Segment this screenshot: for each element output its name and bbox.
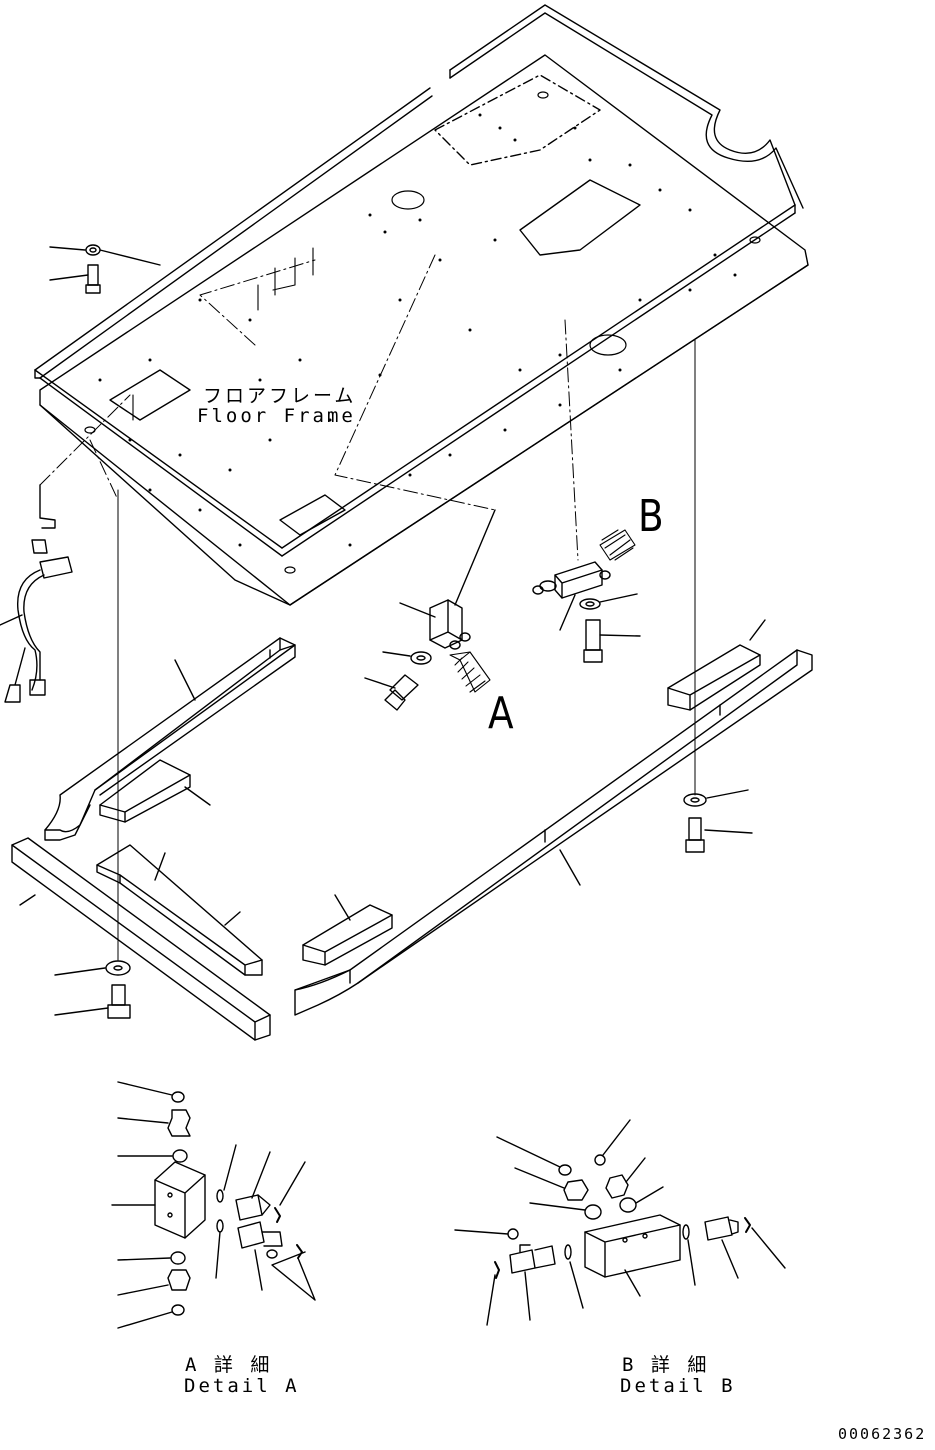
plate-holes: [84, 91, 761, 574]
view-a-label: A: [488, 688, 514, 739]
edge-seal: [34, 4, 804, 557]
arrow-b: [599, 529, 636, 561]
detail-b-en-label: Detail B: [620, 1375, 736, 1397]
detail-b-parts: [454, 1119, 786, 1326]
right-rail: [294, 649, 813, 1016]
studs: [132, 247, 314, 421]
floor-frame-en-label: Floor Frame: [197, 405, 356, 427]
floor-frame-plate: [39, 54, 809, 606]
valve-b-assembly: [532, 561, 641, 663]
right-pads: [302, 619, 766, 966]
left-rail: [44, 637, 296, 841]
detail-b-jp-label: B 詳 細: [622, 1354, 710, 1376]
drawing-id: 00062362: [838, 1425, 927, 1443]
left-pads: [96, 759, 263, 976]
arrow-a: [449, 651, 491, 693]
plate-small-holes: [98, 113, 737, 547]
front-left-washer-bolt: [54, 960, 131, 1019]
harness: [0, 484, 73, 703]
floor-frame-jp-label: フロアフレーム: [203, 385, 357, 407]
center-lines: [39, 254, 579, 561]
view-b-label: B: [638, 491, 664, 542]
detail-a-parts: [111, 1081, 316, 1329]
front-cross-bar: [11, 837, 271, 1041]
top-left-washer-bolt: [49, 244, 161, 294]
valve-a-assembly: [364, 509, 496, 711]
right-washer-bolt: [683, 789, 753, 853]
detail-a-jp-label: A 詳 細: [185, 1354, 273, 1376]
detail-a-en-label: Detail A: [184, 1375, 300, 1397]
alignment-lines: [117, 339, 696, 961]
